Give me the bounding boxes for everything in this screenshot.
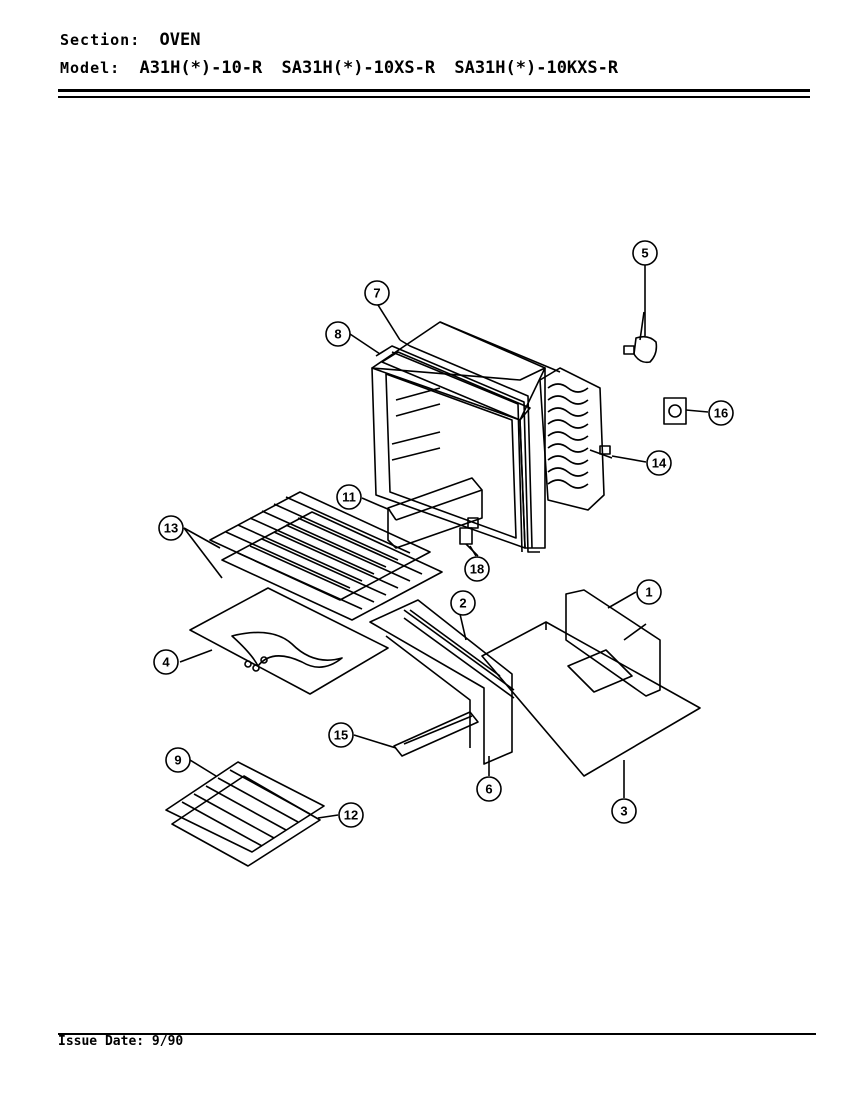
broiler-drawer-bottom <box>481 621 701 777</box>
callout-1: 1 <box>645 585 652 600</box>
callout-16: 16 <box>714 406 728 421</box>
section-value: OVEN <box>159 30 201 50</box>
header-rule-top <box>58 89 810 92</box>
model-number-1: A31H(*)-10-R <box>139 58 263 78</box>
callout-15: 15 <box>334 728 348 743</box>
model-number-2: SA31H(*)-10XS-R <box>281 58 436 78</box>
callout-5: 5 <box>641 246 648 261</box>
callout-9: 9 <box>174 753 181 768</box>
issue-date: Issue Date: 9/90 <box>58 1034 183 1049</box>
footer-rule <box>58 1033 816 1035</box>
burner-assembly <box>539 367 613 511</box>
callout-3: 3 <box>620 804 627 819</box>
callout-7: 7 <box>373 286 380 301</box>
callout-13: 13 <box>164 521 178 536</box>
callout-18: 18 <box>470 562 484 577</box>
callout-12: 12 <box>344 808 358 823</box>
switch-bracket <box>663 397 687 425</box>
thermostat-knob <box>623 311 658 364</box>
section-label: Section: <box>60 31 141 49</box>
drawer-slide <box>393 711 479 757</box>
oven-racks <box>209 491 443 621</box>
header-rule-bottom <box>58 96 810 98</box>
callout-8: 8 <box>334 327 341 342</box>
oven-front-frame <box>375 345 540 553</box>
issue-date-label: Issue Date: <box>58 1034 145 1049</box>
rear-panel <box>565 589 661 697</box>
callout-11: 11 <box>342 490 356 505</box>
oven-cavity <box>371 321 561 553</box>
oven-bottom-panel <box>189 587 389 695</box>
broiler-pan <box>165 761 325 867</box>
model-line: Model: A31H(*)-10-R SA31H(*)-10XS-R SA31… <box>60 58 618 78</box>
broiler-drawer-frame <box>369 599 515 765</box>
issue-date-value: 9/90 <box>151 1034 184 1049</box>
callout-6: 6 <box>485 782 492 797</box>
leader-lines <box>179 265 709 819</box>
callout-14: 14 <box>652 456 667 471</box>
callout-2: 2 <box>459 596 466 611</box>
model-number-3: SA31H(*)-10KXS-R <box>454 58 619 78</box>
model-label: Model: <box>60 59 121 77</box>
callout-4: 4 <box>162 655 170 670</box>
callout-circles <box>153 240 734 828</box>
section-line: Section: OVEN <box>60 30 200 50</box>
